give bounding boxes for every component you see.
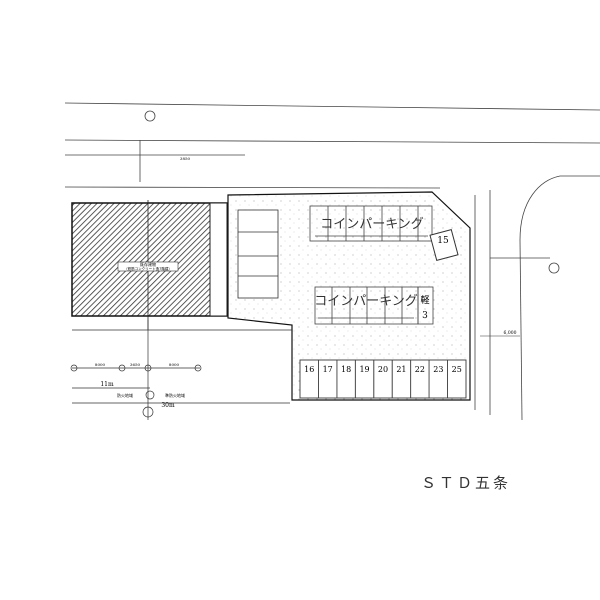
building-label: 既存建物 (140, 261, 156, 267)
parking-space-number: 22 (415, 365, 425, 374)
parking-space: 25 (447, 359, 467, 399)
site-title: ＳＴＤ五条 (421, 474, 511, 492)
road-width: 6,000 (504, 330, 517, 336)
dim-d4: 3650 (130, 362, 141, 367)
dist-30m: 30m (161, 402, 175, 409)
parking-space-15: 15 (429, 228, 459, 262)
lower-parking-label: コインパーキング (314, 294, 418, 309)
dim-d2: 8000 (169, 362, 180, 367)
parking-space-outline (447, 359, 467, 399)
upper-parking-label: コインパーキング (320, 217, 424, 232)
parking-space-number: 17 (323, 365, 333, 374)
parking-lot (227, 191, 471, 401)
dimension-lines (70, 320, 292, 420)
dim-d3: 3850 (180, 156, 191, 161)
building-sublabel: （鉄筋コンクリート造7階建） (124, 266, 172, 271)
road-lines (64, 102, 600, 421)
semi-fire-zone-label: 準防火地域 (165, 392, 185, 398)
parking-space-number: 21 (396, 365, 406, 374)
parking-space-number: 18 (341, 365, 351, 374)
dim-d1: 8000 (95, 362, 106, 367)
parking-space-number: 16 (304, 365, 314, 374)
existing-building (71, 202, 228, 317)
marker-circle-icon (145, 390, 155, 400)
survey-point-icon (548, 262, 560, 274)
parking-space-number: 25 (452, 365, 462, 374)
kei-label: 軽 (420, 295, 429, 306)
dist-11m: 11m (100, 381, 114, 388)
lower-parking-row (314, 286, 434, 325)
parking-space-number: 23 (433, 365, 443, 374)
svg-text:15: 15 (437, 236, 449, 246)
parking-space-number: 20 (378, 365, 388, 374)
parking-space-number: 19 (359, 365, 369, 374)
kei-number: 3 (422, 311, 428, 321)
fire-zone-label: 防火地域 (117, 392, 133, 398)
upper-parking-row (309, 205, 433, 242)
bottom-parking-spaces: 16 17 18 19 20 21 22 23 25 (299, 359, 467, 399)
